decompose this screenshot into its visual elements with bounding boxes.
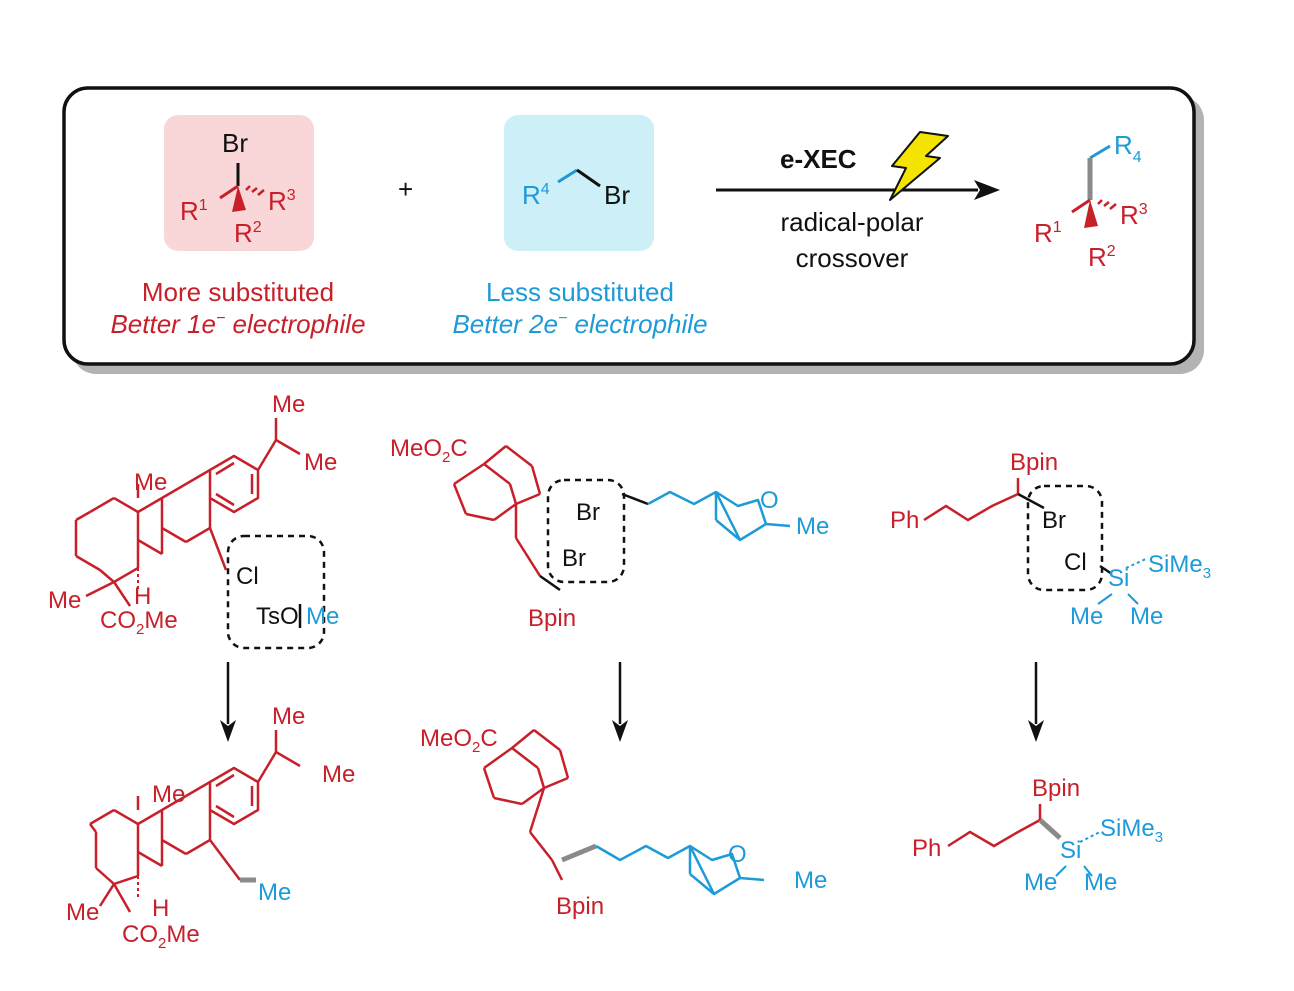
arrow-label-crossover: crossover <box>796 243 909 273</box>
silyl-ph: Ph <box>890 507 919 534</box>
arrow-label-exec: e-XEC <box>780 144 857 174</box>
tertiary-bromide-reagent: Br R1 R3 R2 <box>164 115 314 251</box>
silyl-substrate: Bpin Br Ph Cl Si SiMe3 Me Me <box>890 449 1211 630</box>
silyl-br: Br <box>1042 507 1066 534</box>
reaction-arrow: e-XEC radical-polar crossover <box>716 131 1000 273</box>
product-r4-label: R4 <box>1114 130 1142 166</box>
abietane-substrate: Me Me Me Me H CO2Me Cl TsO Me <box>48 391 339 650</box>
abietane-h: H <box>134 583 151 610</box>
bicyclo-me: Me <box>796 513 829 540</box>
bicyclo-br1: Br <box>576 499 600 526</box>
abietane-cl: Cl <box>236 563 259 590</box>
silyl-si: Si <box>1108 565 1129 592</box>
abietane-ester: CO2Me <box>100 607 178 638</box>
product3-ph: Ph <box>912 835 941 862</box>
reagent-primary-br-label: Br <box>604 180 630 210</box>
silyl-product: Bpin Ph Si SiMe3 Me Me <box>912 775 1163 896</box>
silyl-me1: Me <box>1070 603 1103 630</box>
bicyclo-ester: MeO2C <box>390 435 468 466</box>
product1-me-blue: Me <box>258 879 291 906</box>
caption-less-substituted: Less substituted <box>486 277 674 307</box>
caption-better-1e: Better 1e− electrophile <box>110 309 365 339</box>
product1-ester: CO2Me <box>122 921 200 952</box>
silyl-cl: Cl <box>1064 549 1087 576</box>
reagent-r2-label: R2 <box>234 218 262 248</box>
reagent-r3-label: R3 <box>268 186 296 216</box>
abietane-me-blue: Me <box>306 603 339 630</box>
bicyclo-bpin: Bpin <box>528 605 576 632</box>
bicyclo-substrate: MeO2C Br Br Bpin O Me <box>390 435 829 632</box>
silyl-bpin: Bpin <box>1010 449 1058 476</box>
bicyclo-br2: Br <box>562 545 586 572</box>
abietane-me-left: Me <box>48 587 81 614</box>
abietane-product: Me Me Me Me H CO2Me Me <box>66 703 355 952</box>
cyan-highlight-box <box>504 115 654 251</box>
abietane-me-ring: Me <box>134 469 167 496</box>
product1-h: H <box>152 895 169 922</box>
arrow-label-radical-polar: radical-polar <box>780 207 923 237</box>
plus-sign: + <box>398 174 413 204</box>
product3-sime3: SiMe3 <box>1100 815 1163 846</box>
product3-me2: Me <box>1084 869 1117 896</box>
abietane-tso: TsO <box>256 603 299 630</box>
product3-si: Si <box>1060 837 1081 864</box>
cleavage-box-silyl <box>1026 484 1104 592</box>
cleavage-box-abietane <box>226 534 326 650</box>
abietane-me-top: Me <box>272 391 305 418</box>
product1-me-top2: Me <box>322 761 355 788</box>
reagent-r4-label: R4 <box>522 180 550 210</box>
reagent-br-label: Br <box>222 128 248 158</box>
product-r3-label: R3 <box>1120 200 1148 230</box>
caption-better-2e: Better 2e− electrophile <box>452 309 707 339</box>
product1-me-left: Me <box>66 899 99 926</box>
silyl-sime3: SiMe3 <box>1148 551 1211 582</box>
product3-bpin: Bpin <box>1032 775 1080 802</box>
caption-more-substituted: More substituted <box>142 277 334 307</box>
product1-me-top: Me <box>272 703 305 730</box>
lightning-bolt-icon <box>889 131 949 201</box>
silyl-me2: Me <box>1130 603 1163 630</box>
down-arrows <box>220 662 1044 742</box>
product2-furan-o: O <box>728 841 747 868</box>
cleavage-box-bicyclo <box>546 478 626 584</box>
bicyclo-furan-o: O <box>760 487 779 514</box>
product-r2-label: R2 <box>1088 242 1116 272</box>
primary-bromide-reagent: R4 Br <box>504 115 654 251</box>
product2-me: Me <box>794 867 827 894</box>
product2-ester: MeO2C <box>420 725 498 756</box>
product2-bpin: Bpin <box>556 893 604 920</box>
scheme-product: R4 R1 R3 R2 <box>1034 130 1148 272</box>
bicyclo-product: MeO2C Bpin O Me <box>420 725 827 920</box>
reagent-r1-label: R1 <box>180 196 208 226</box>
product3-me1: Me <box>1024 869 1057 896</box>
product-r1-label: R1 <box>1034 218 1062 248</box>
abietane-me-top2: Me <box>304 449 337 476</box>
product1-me-ring: Me <box>152 781 185 808</box>
